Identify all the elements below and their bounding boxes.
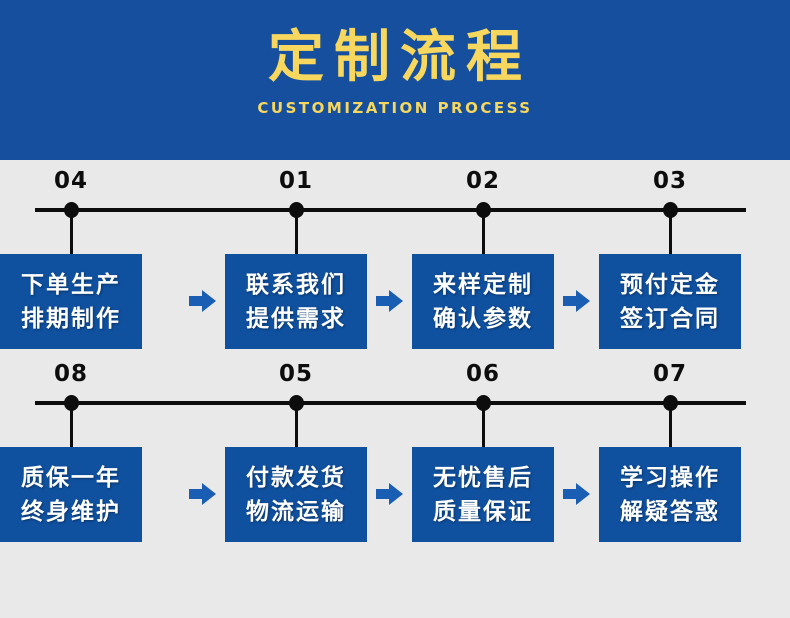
header-banner: 定制流程 CUSTOMIZATION PROCESS	[0, 0, 790, 160]
step-number: 04	[53, 168, 88, 194]
step-label-line1: 联系我们	[246, 271, 346, 298]
step-label-line2: 终身维护	[21, 498, 121, 525]
step-number: 01	[278, 168, 313, 194]
step-label-line1: 付款发货	[246, 464, 346, 491]
connector-line	[69, 212, 73, 254]
right-arrow-icon	[189, 483, 216, 505]
timeline-dot	[63, 395, 79, 411]
bottom-margin	[0, 546, 790, 618]
step-label-line2: 确认参数	[433, 305, 533, 332]
page-title: 定制流程	[268, 25, 532, 90]
step-08: 08 质保一年 终身维护	[0, 353, 142, 546]
step-label-line2: 物流运输	[246, 498, 346, 525]
step-box: 付款发货 物流运输	[225, 447, 367, 542]
right-arrow-icon	[189, 290, 216, 312]
right-arrow-icon	[563, 483, 590, 505]
connector-line	[294, 212, 298, 254]
connector-line	[668, 212, 672, 254]
step-label-line1: 无忧售后	[433, 464, 533, 491]
step-01: 01 联系我们 提供需求	[225, 160, 367, 353]
step-number: 02	[465, 168, 500, 194]
step-label-line2: 排期制作	[21, 305, 121, 332]
connector-line	[69, 405, 73, 447]
timeline-dot	[288, 202, 304, 218]
right-arrow-icon	[376, 290, 403, 312]
step-box: 下单生产 排期制作	[0, 254, 142, 349]
timeline-row-1	[35, 208, 746, 212]
step-05: 05 付款发货 物流运输	[225, 353, 367, 546]
connector-line	[668, 405, 672, 447]
step-label-line2: 提供需求	[246, 305, 346, 332]
step-box: 预付定金 签订合同	[599, 254, 741, 349]
connector-line	[481, 405, 485, 447]
step-label-line1: 来样定制	[433, 271, 533, 298]
timeline-dot	[63, 202, 79, 218]
step-04: 04 下单生产 排期制作	[0, 160, 142, 353]
step-label-line1: 学习操作	[620, 464, 720, 491]
step-number: 03	[652, 168, 687, 194]
step-07: 07 学习操作 解疑答惑	[599, 353, 741, 546]
step-number: 05	[278, 361, 313, 387]
process-row-1: 01 联系我们 提供需求 02 来样定制 确认参数 03 预付定金 签订合同 0…	[0, 160, 790, 353]
step-box: 质保一年 终身维护	[0, 447, 142, 542]
step-label-line2: 解疑答惑	[620, 498, 720, 525]
step-label-line2: 签订合同	[620, 305, 720, 332]
step-box: 来样定制 确认参数	[412, 254, 554, 349]
step-number: 08	[53, 361, 88, 387]
timeline-dot	[475, 395, 491, 411]
right-arrow-icon	[376, 483, 403, 505]
step-label-line1: 质保一年	[21, 464, 121, 491]
step-02: 02 来样定制 确认参数	[412, 160, 554, 353]
timeline-dot	[288, 395, 304, 411]
timeline-dot	[662, 202, 678, 218]
step-number: 07	[652, 361, 687, 387]
step-label-line2: 质量保证	[433, 498, 533, 525]
step-label-line1: 下单生产	[21, 271, 121, 298]
timeline-row-2	[35, 401, 746, 405]
step-box: 联系我们 提供需求	[225, 254, 367, 349]
timeline-dot	[662, 395, 678, 411]
step-03: 03 预付定金 签订合同	[599, 160, 741, 353]
step-number: 06	[465, 361, 500, 387]
step-06: 06 无忧售后 质量保证	[412, 353, 554, 546]
step-label-line1: 预付定金	[620, 271, 720, 298]
connector-line	[481, 212, 485, 254]
connector-line	[294, 405, 298, 447]
process-row-2: 05 付款发货 物流运输 06 无忧售后 质量保证 07 学习操作 解疑答惑 0…	[0, 353, 790, 546]
right-arrow-icon	[563, 290, 590, 312]
step-box: 无忧售后 质量保证	[412, 447, 554, 542]
step-box: 学习操作 解疑答惑	[599, 447, 741, 542]
page-subtitle: CUSTOMIZATION PROCESS	[257, 99, 533, 117]
timeline-dot	[475, 202, 491, 218]
